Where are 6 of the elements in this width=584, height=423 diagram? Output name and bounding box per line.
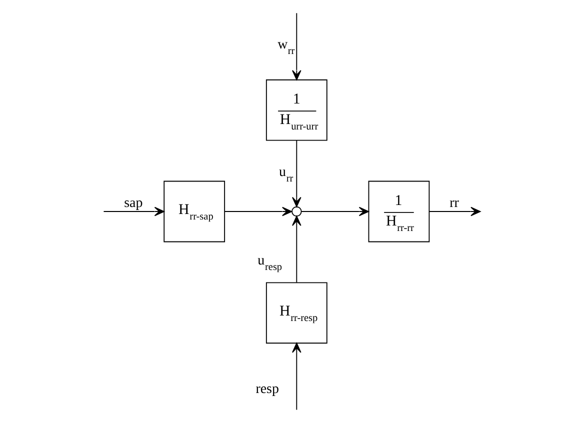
edge-label: w$_{rr}$ bbox=[278, 38, 295, 58]
edge-label: resp bbox=[256, 382, 279, 397]
edge-label: u$_{resp}$ bbox=[258, 254, 282, 274]
edge-label: u$_{rr}$ bbox=[278, 164, 294, 184]
edge-label: rr bbox=[450, 196, 459, 211]
edge-label: sap bbox=[124, 196, 143, 211]
